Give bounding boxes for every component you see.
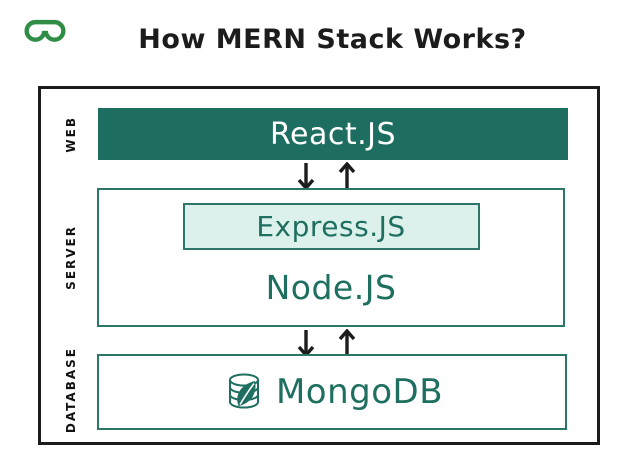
geeksforgeeks-logo-icon [24,19,66,42]
arrow-up-icon [338,162,356,189]
database-layer-label: DATABASE [64,347,78,434]
mongodb-database-leaf-icon [228,373,259,409]
mongodb-label: MongoDB [275,372,444,412]
server-layer-label-wrap: SERVER [49,188,93,327]
server-layer-label: SERVER [64,225,78,290]
arrow-down-icon [297,330,315,357]
react-box: React.JS [98,108,568,160]
arrow-up-icon [338,329,356,356]
react-label: React.JS [269,116,397,152]
arrow-down-icon [297,163,315,190]
mongodb-box: MongoDB [97,354,567,430]
web-layer-label-wrap: WEB [49,108,93,160]
node-label: Node.JS [265,268,397,307]
express-label: Express.JS [256,210,406,243]
express-box: Express.JS [182,203,480,250]
page-title: How MERN Stack Works? [138,24,527,55]
database-layer-label-wrap: DATABASE [49,347,93,433]
diagram-frame: WEB React.JS SERVER Express.JS Node.JS [38,86,600,445]
server-box: Express.JS Node.JS [97,188,565,327]
web-layer-label: WEB [64,115,78,153]
